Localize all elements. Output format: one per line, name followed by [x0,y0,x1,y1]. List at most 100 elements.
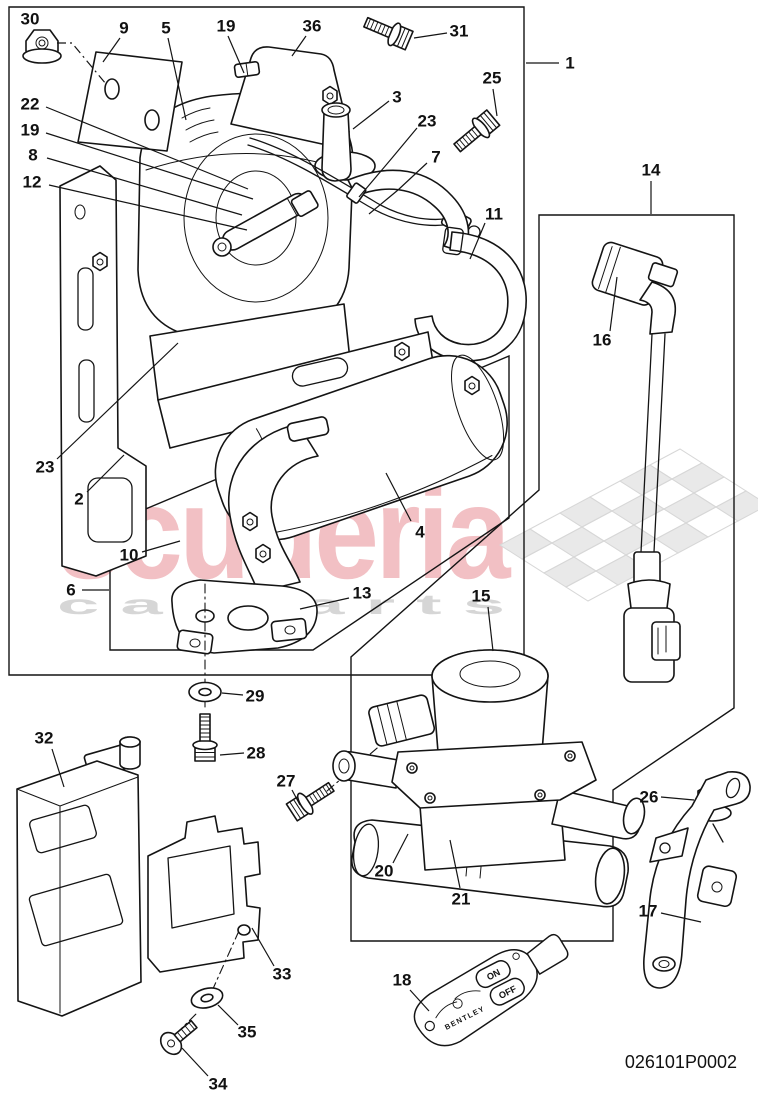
callout-leader-36 [291,35,307,57]
callout-11: 11 [485,205,503,224]
part-flange-13 [171,579,318,655]
callout-25: 25 [483,69,502,88]
callout-28: 28 [247,744,266,763]
callout-30: 30 [21,10,40,29]
part-top-bracket-36 [230,46,350,145]
callout-7: 7 [431,148,440,167]
callout-5: 5 [161,19,170,38]
callout-leader-18 [409,989,430,1012]
part-pipe-stub-3 [314,102,376,182]
callout-leader-19 [227,35,245,74]
flag-cell [551,526,605,558]
callout-leader-19 [45,132,254,200]
callout-leader-4 [385,472,412,522]
callout-leader-31 [413,32,448,39]
callout-22: 22 [21,95,40,114]
callout-leader-21 [449,839,461,889]
callout-27: 27 [277,772,296,791]
callout-leader-27 [291,789,301,806]
part-hose-11 [414,226,527,362]
part-heater-body-5 [137,92,354,343]
callout-leader-9 [102,37,121,63]
part-wiring-harness-16 [591,241,681,683]
callout-leader-7 [368,162,428,215]
flag-cell [663,492,717,524]
callout-leader-11 [469,222,486,260]
part-washer-29 [188,681,222,703]
part-remote-control-18: ON OFF BENTLEY [413,933,569,1047]
callout-26: 26 [640,788,659,807]
part-support-bracket-17 [643,770,751,989]
flag-cell [543,556,597,588]
callout-1: 1 [565,54,574,73]
callout-20: 20 [375,862,394,881]
part-changeover-valve-15 [332,649,646,908]
callout-35: 35 [238,1023,257,1042]
callout-32: 32 [35,729,54,748]
callout-12: 12 [23,173,42,192]
part-valve-plate [391,741,597,809]
callout-3: 3 [392,88,401,107]
callout-2: 2 [74,490,83,509]
callout-leader-3 [352,100,390,130]
callout-9: 9 [119,19,128,38]
part-valve-connector [368,694,436,747]
callout-leader-25 [492,88,498,117]
callout-36: 36 [303,17,322,36]
callout-15: 15 [472,587,491,606]
part-rod-12 [212,190,319,257]
part-holder-bracket-33 [147,815,261,973]
part-clamp-23 [346,182,367,204]
callout-6: 6 [66,581,75,600]
flag-cell [603,524,657,556]
callout-21: 21 [452,890,471,909]
frame-valve-and-cable [350,214,735,942]
callout-31: 31 [450,22,469,41]
callout-leader-8 [46,157,243,216]
callout-leader-2 [86,454,125,493]
callout-17: 17 [639,902,658,921]
callout-19: 19 [217,17,236,36]
part-bracket-9 [77,51,183,152]
bentley-wings-icon [435,990,481,1019]
flag-cell [715,490,758,522]
callout-leader-26 [660,796,695,801]
exploded-parts-artwork: ON OFF BENTLEY [16,10,751,1056]
callout-34: 34 [209,1075,228,1094]
callout-33: 33 [273,965,292,984]
callout-leader-15 [487,606,494,652]
callout-leader-16 [609,276,618,332]
callout-leader-32 [51,748,65,788]
callout-leader-10 [141,540,181,553]
callout-13: 13 [353,584,372,603]
checkered-flag [499,448,758,602]
flag-cell [655,522,709,554]
flag-cell [671,462,725,494]
callout-18: 18 [393,971,412,990]
callout-4: 4 [415,523,425,542]
fob-button-on [475,960,511,989]
callout-8: 8 [28,146,37,165]
callout-29: 29 [246,687,265,706]
callout-16: 16 [593,331,612,350]
part-bolt-28 [192,713,218,762]
callout-leader-23 [358,127,418,198]
callout-leader-33 [251,927,275,967]
callout-leader-28 [219,752,245,756]
callout-leader-12 [48,184,248,231]
flag-cell [499,528,553,560]
part-bolt-25 [448,107,502,158]
part-nut-30 [22,29,62,64]
part-control-unit-32 [16,736,142,1017]
part-clamp-19-top [233,60,261,79]
leader-nut-26 [712,823,724,843]
callout-leader-30 [57,42,107,85]
callout-23: 23 [418,112,437,131]
part-mounting-frame-2 [59,165,147,577]
callout-10: 10 [120,546,139,565]
part-screw-34 [159,1019,198,1056]
callout-leader-35 [217,1004,239,1026]
